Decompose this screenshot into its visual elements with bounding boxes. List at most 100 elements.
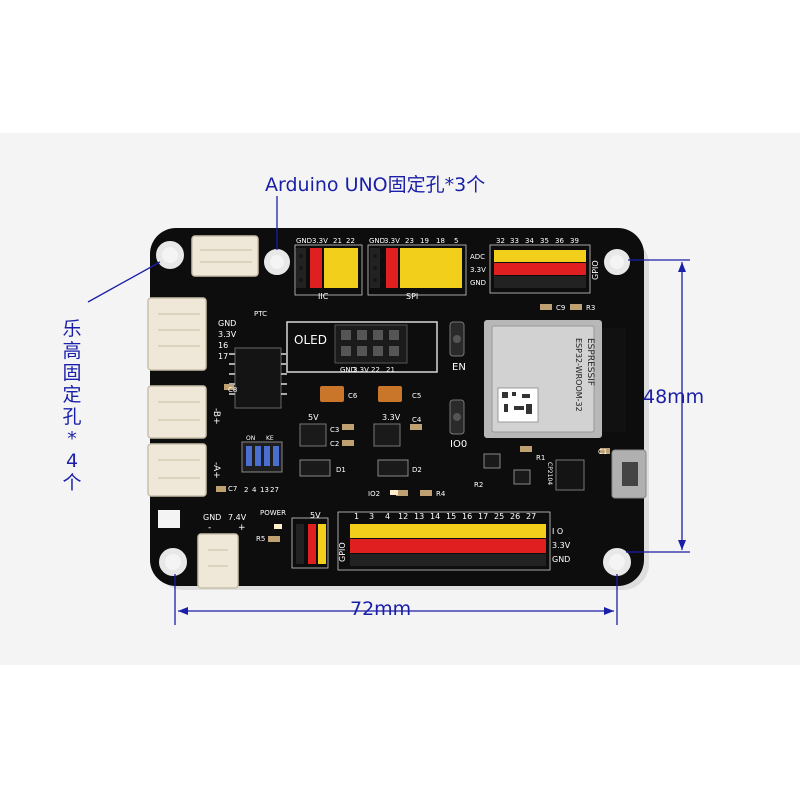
annotation-lines xyxy=(87,196,690,625)
mounting-holes xyxy=(156,241,631,576)
silk-top-right-5: 39 xyxy=(570,237,579,245)
silk-oled: OLED xyxy=(294,333,327,347)
silk-chip-brand: ESPRESSIF xyxy=(585,338,595,386)
silk-d2: D2 xyxy=(412,466,422,474)
esp32-module xyxy=(484,320,626,438)
led-io2 xyxy=(390,490,398,495)
lego-char-4: 孔 xyxy=(62,406,82,428)
header-iic xyxy=(294,244,363,296)
silk-c4: C4 xyxy=(412,416,422,424)
silk-bottom-pin-6: 15 xyxy=(446,512,456,521)
diode-d2 xyxy=(377,459,409,477)
silk-io0: IO0 xyxy=(450,439,467,450)
connector-left-1 xyxy=(147,297,207,371)
silk-reg-33v: 3.3V xyxy=(382,413,401,422)
silk-en: EN xyxy=(452,362,466,373)
dip-switch xyxy=(241,441,283,473)
silk-bottom-pin-9: 25 xyxy=(494,512,504,521)
uno-hole-2 xyxy=(264,249,290,275)
silk-pwr-plus: + xyxy=(238,523,246,533)
lego-char-2: 固 xyxy=(62,362,82,384)
square-cutout xyxy=(158,510,180,528)
silk-c5: C5 xyxy=(412,392,421,400)
silk-bottom-pin-3: 12 xyxy=(398,512,408,521)
transistor-2 xyxy=(513,469,531,485)
silk-oled-pin-0: GND xyxy=(340,366,356,374)
silk-r2: R2 xyxy=(474,481,483,489)
silk-dip-0: 2 xyxy=(244,486,248,494)
silk-oled-pin-1: 3.3V xyxy=(353,366,369,374)
silk-r4: R4 xyxy=(436,490,446,498)
silk-r5: R5 xyxy=(256,535,265,543)
silk-bottom-pin-4: 13 xyxy=(414,512,424,521)
micro-usb-port xyxy=(611,449,647,499)
connector-bottom xyxy=(197,533,239,589)
silk-c3: C3 xyxy=(330,426,339,434)
lego-char-1: 高 xyxy=(62,340,82,362)
silk-pwr-minus: - xyxy=(208,523,211,533)
silk-dip-3: 27 xyxy=(270,486,279,494)
silk-top-mid-4: 18 xyxy=(436,237,445,245)
silk-top-mid-0: GND xyxy=(369,237,385,245)
silk-power: POWER xyxy=(260,509,286,517)
silk-top-right-3: 35 xyxy=(540,237,549,245)
silk-row-gnd: GND xyxy=(470,279,486,287)
silk-d1: D1 xyxy=(336,466,346,474)
silk-ptc: PTC xyxy=(254,310,267,318)
silk-bottom-row-gnd: GND xyxy=(552,555,570,564)
silk-row-33v: 3.3V xyxy=(470,266,486,274)
lego-char-5: * xyxy=(67,428,77,450)
lego-char-7: 个 xyxy=(62,472,82,494)
cap-c6 xyxy=(320,386,344,402)
width-dimension: 72mm xyxy=(350,598,412,620)
regulators xyxy=(299,423,401,447)
silk-dip-2: 13 xyxy=(260,486,269,494)
silk-bottom-pin-8: 17 xyxy=(478,512,488,521)
silk-dip-on: ON xyxy=(246,435,255,442)
silk-bottom-pin-2: 4 xyxy=(385,512,390,521)
silk-c9: C9 xyxy=(556,304,565,312)
silk-c8: C8 xyxy=(228,386,237,394)
silk-c6: C6 xyxy=(348,392,358,400)
silk-top-right-1: 33 xyxy=(510,237,519,245)
silk-oled-pin-2: 22 xyxy=(371,366,380,374)
lego-holes-callout: 乐 高 固 定 孔 * 4 个 xyxy=(60,318,84,494)
pcb-board xyxy=(150,228,644,586)
silk-iic: IIC xyxy=(318,292,329,301)
silk-bottom-pin-0: 1 xyxy=(354,512,359,521)
silk-oled-pin-3: 21 xyxy=(386,366,395,374)
connector-left-3 xyxy=(147,443,207,497)
lego-hole-5 xyxy=(603,548,631,576)
silk-io2: IO2 xyxy=(368,490,380,498)
silk-5v: 5V xyxy=(310,511,321,520)
silk-c7: C7 xyxy=(228,485,237,493)
silk-pwr-74v: 7.4V xyxy=(228,513,247,522)
cap-c5 xyxy=(378,386,402,402)
silk-usb-chip: CP2104 xyxy=(546,462,553,485)
uno-holes-callout: Arduino UNO固定孔*3个 xyxy=(265,174,486,196)
silk-bottom-pin-5: 14 xyxy=(430,512,440,521)
silk-r3: R3 xyxy=(586,304,595,312)
silk-left-pin-0: GND xyxy=(218,319,236,328)
silk-top-right-4: 36 xyxy=(555,237,564,245)
buttons xyxy=(449,321,465,435)
lego-char-3: 定 xyxy=(62,384,82,406)
header-gpio-bottom xyxy=(337,511,551,571)
silk-top-mid-5: 5 xyxy=(454,237,458,245)
lego-pointer-line xyxy=(87,261,161,303)
silk-left-pin-1: 3.3V xyxy=(218,330,237,339)
silk-dip-ke: KE xyxy=(266,435,274,442)
connector-top xyxy=(191,235,259,277)
silk-top-left-1: 3.3V xyxy=(312,237,328,245)
silk-left-pin-2: 16 xyxy=(218,341,228,350)
motor-driver-ic xyxy=(229,347,287,409)
silk-motor-b: -B+ xyxy=(211,408,221,425)
silk-reg-5v: 5V xyxy=(308,413,319,422)
usb-chip-cp2104 xyxy=(555,459,585,491)
silk-c1: C1 xyxy=(598,448,607,456)
silk-bottom-pin-10: 26 xyxy=(510,512,520,521)
silk-top-mid-2: 23 xyxy=(405,237,414,245)
silk-top-left-2: 21 xyxy=(333,237,342,245)
silk-c2: C2 xyxy=(330,440,339,448)
